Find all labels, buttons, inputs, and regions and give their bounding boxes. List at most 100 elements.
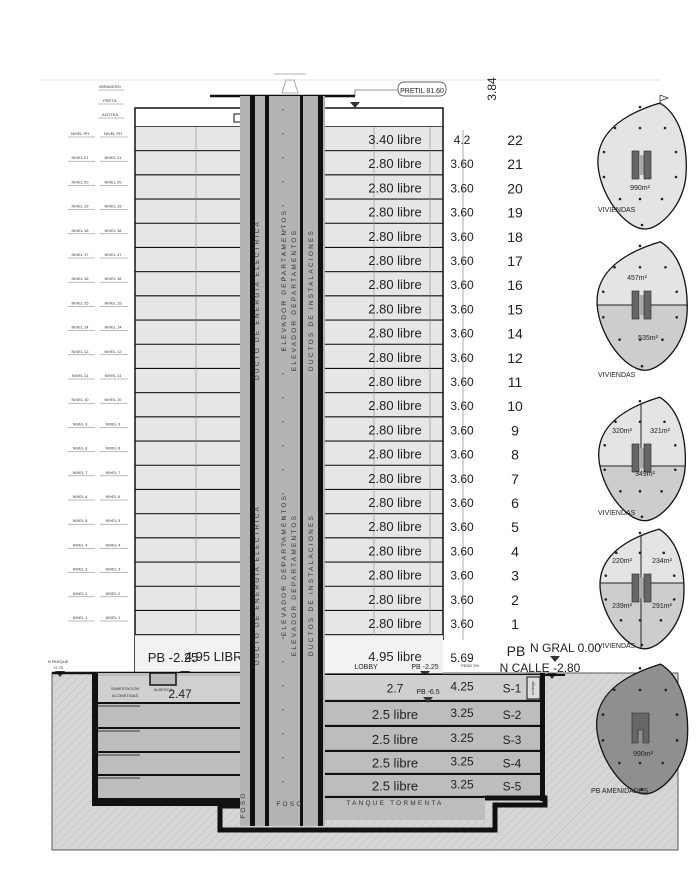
basement-right-wall (540, 673, 545, 801)
acometidas-label: ACOMETIDAS (112, 693, 139, 698)
plan-column (638, 490, 642, 493)
level-label-left: NIVEL 10 (72, 397, 90, 402)
core-dot (282, 253, 284, 255)
plan-area-label: 990m² (630, 185, 651, 192)
floor-left-wing (135, 248, 240, 273)
floor-number: 4 (511, 543, 519, 559)
floor-height-dimension: 3.60 (450, 206, 474, 220)
floor-clear-height: 2.80 libre (368, 471, 421, 486)
plan-column (660, 197, 664, 201)
basement-name: S-2 (503, 708, 522, 722)
plan-column (601, 315, 605, 319)
basement-clear-height: 2.5 libre (372, 779, 418, 794)
plan-column (638, 688, 642, 692)
plan-area-label: 220m² (612, 558, 633, 565)
plan-column (640, 788, 644, 792)
floor-plan (599, 528, 685, 650)
floor-right-wing (325, 272, 443, 297)
plan-column (619, 619, 623, 622)
floor-right-wing (325, 417, 443, 442)
plan-caption: VIVIENDAS (598, 643, 636, 650)
plan-core (631, 290, 640, 320)
foso-label: FOSO (240, 791, 247, 818)
floor-right-wing (325, 611, 443, 636)
floor-height-dimension: 3.60 (450, 254, 474, 268)
basement-height-dimension: 3.25 (450, 755, 474, 769)
floor-height-dimension: 3.60 (450, 278, 474, 292)
roof-level-label: MIRADERO (99, 84, 121, 89)
core-dot (282, 565, 284, 567)
floor-left-wing (135, 127, 240, 152)
floor-number: 14 (507, 326, 523, 342)
basement-left-wall (92, 673, 98, 805)
plan-column (638, 126, 642, 130)
core-dot (282, 373, 284, 375)
plan-caption: PB AMENIDADES (591, 788, 649, 795)
ductos-instalaciones-label: DUCTOS DE INSTALACIONES (308, 229, 315, 371)
floor-height-dimension: 3.60 (450, 302, 474, 316)
level-label-left: NIVEL 4 (73, 542, 89, 547)
floor-left-wing (135, 344, 240, 369)
plan-column (614, 420, 617, 424)
floor-number: 21 (507, 156, 523, 172)
floor-right-wing (325, 344, 443, 369)
pretil-label: PRETIL 81.60 (400, 88, 444, 95)
plan-area-label: 234m² (652, 558, 673, 565)
ducto-energia-label: DUCTO DE ENERGIA ELECTRICA (254, 220, 261, 380)
floor-clear-height: 2.80 libre (368, 277, 421, 292)
basement-clear-height: 2.5 libre (372, 732, 418, 747)
plan-column (640, 515, 644, 519)
core-wall (250, 96, 255, 826)
floor-plan (598, 396, 687, 522)
plan-column (663, 126, 667, 130)
basement-level (325, 752, 542, 773)
level-label-right: NIVEL 19 (105, 204, 123, 209)
level-label-right: NIVEL 8 (106, 446, 122, 451)
floor-right-wing (325, 248, 443, 273)
plan-column (640, 364, 644, 368)
plan-column (602, 175, 606, 179)
level-label-left: NIVEL 9 (73, 421, 89, 426)
level-label-left: NIVEL 18 (72, 228, 90, 233)
floor-clear-height: 2.80 libre (368, 156, 421, 171)
floor-plan (596, 663, 689, 795)
level-label-right: NIVEL 9 (106, 421, 122, 426)
ductos-instalaciones-label: DUCTOS DE INSTALACIONES (308, 514, 315, 656)
floor-height-dimension: 3.60 (450, 593, 474, 607)
plan-area-label: 535m² (638, 335, 659, 342)
floor-height-dimension: 3.60 (450, 544, 474, 558)
level-label-right: NIVEL 12 (105, 349, 123, 354)
ground-floor-left (135, 635, 240, 673)
plan-column (674, 150, 678, 154)
pretil-level-marker (350, 102, 360, 108)
floor-height-dimension: 3.60 (450, 399, 474, 413)
level-label-right: NIVEL 10 (105, 397, 123, 402)
substation-label: SUBESTACION (111, 686, 139, 691)
plan-core (643, 573, 652, 603)
plan-column (618, 197, 622, 201)
plan-column (673, 443, 677, 447)
floor-number: 9 (511, 422, 519, 438)
floor-height-dimension: 3.60 (450, 157, 474, 171)
plan-area-label: 291m² (652, 603, 673, 610)
floor-clear-height: 2.80 libre (368, 519, 421, 534)
floor-number: 17 (507, 253, 523, 269)
plan-column (672, 598, 676, 601)
floor-number: 15 (507, 301, 523, 317)
plan-column (662, 551, 666, 555)
ground-floor-right (325, 635, 443, 673)
core-dot (282, 133, 284, 135)
floor-clear-height: 2.80 libre (368, 422, 421, 437)
elevador-label: ELEVADOR DEPARTAMENTOS (291, 514, 298, 656)
plan-core (631, 573, 640, 603)
core-dot (282, 517, 284, 519)
floor-clear-height: 2.80 libre (368, 592, 421, 607)
plan-core (639, 295, 644, 315)
plan-column (675, 713, 679, 716)
level-label-right: NIVEL 11 (105, 373, 122, 378)
plan-column (638, 761, 642, 765)
core-dot (282, 301, 284, 303)
core-dot (282, 709, 284, 711)
plan-column (601, 290, 605, 294)
plan-area-label: 239m² (612, 603, 633, 610)
